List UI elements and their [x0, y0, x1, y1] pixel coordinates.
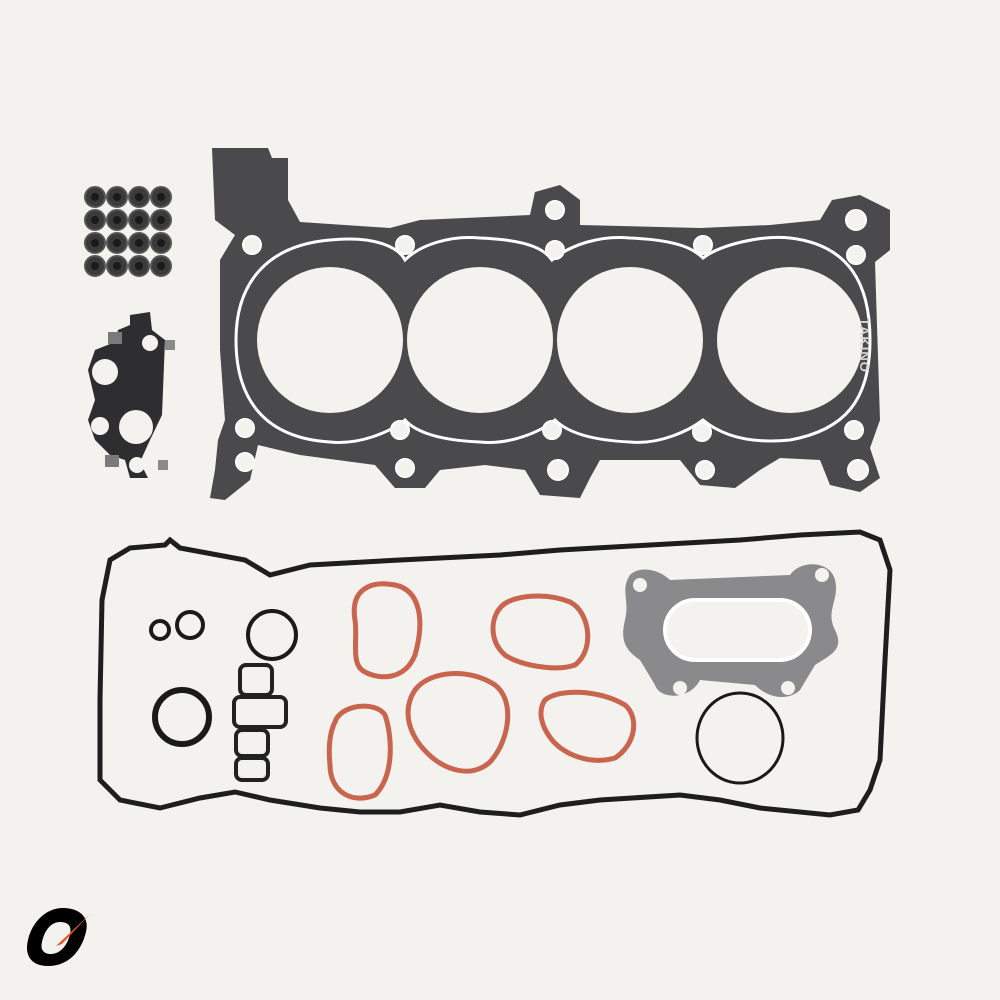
solenoid-gasket	[232, 663, 288, 782]
o-rings	[149, 609, 785, 785]
exhaust-gasket	[623, 564, 839, 697]
head-gasket: TAKINO	[210, 148, 890, 500]
oil-filter-gasket	[88, 312, 175, 478]
brand-logo	[26, 908, 90, 966]
valve-cover-gasket	[97, 529, 893, 818]
valve-stem-seals	[84, 186, 172, 277]
intake-gaskets	[326, 581, 637, 801]
gasket-stamp: TAKINO	[857, 318, 872, 373]
